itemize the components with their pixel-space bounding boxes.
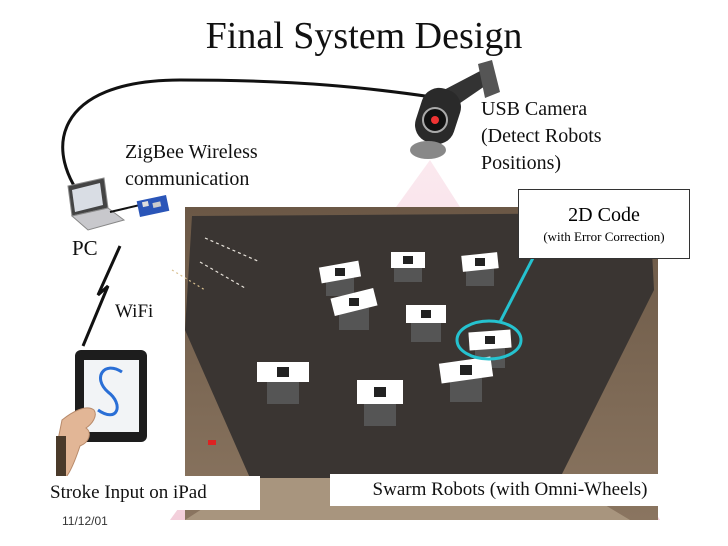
lightning-icon: [81, 245, 122, 347]
camera-label: USB Camera (Detect Robots Positions): [481, 96, 602, 177]
camera-label-line-2: (Detect Robots: [481, 125, 602, 147]
slide-date: 11/12/01: [62, 514, 108, 528]
code-callout-subtitle: (with Error Correction): [543, 229, 665, 244]
code-callout-box: 2D Code (with Error Correction): [518, 189, 690, 259]
usb-camera-icon: [410, 60, 500, 159]
zigbee-module-icon: [136, 195, 170, 217]
code-pointer-line: [498, 255, 536, 323]
zigbee-label-line-1: ZigBee Wireless: [125, 141, 258, 163]
wifi-label: WiFi: [115, 301, 154, 322]
laptop-icon: [67, 177, 126, 231]
pc-label: PC: [72, 236, 98, 260]
zigbee-cable: [109, 204, 141, 213]
zigbee-label: ZigBee Wireless communication: [125, 139, 258, 193]
robot-icon: [257, 252, 512, 426]
page-title: Final System Design: [205, 15, 523, 57]
highlight-ellipse: [455, 319, 523, 361]
hand-icon: [56, 407, 96, 484]
ipad-label: Stroke Input on iPad: [50, 476, 260, 510]
robots-label: Swarm Robots (with Omni-Wheels): [330, 474, 690, 506]
zigbee-label-line-2: communication: [125, 168, 250, 190]
camera-label-line-3: Positions): [481, 152, 562, 174]
code-callout-title: 2D Code: [568, 204, 640, 226]
usb-cable: [61, 78, 433, 206]
camera-label-line-1: USB Camera: [481, 98, 588, 120]
